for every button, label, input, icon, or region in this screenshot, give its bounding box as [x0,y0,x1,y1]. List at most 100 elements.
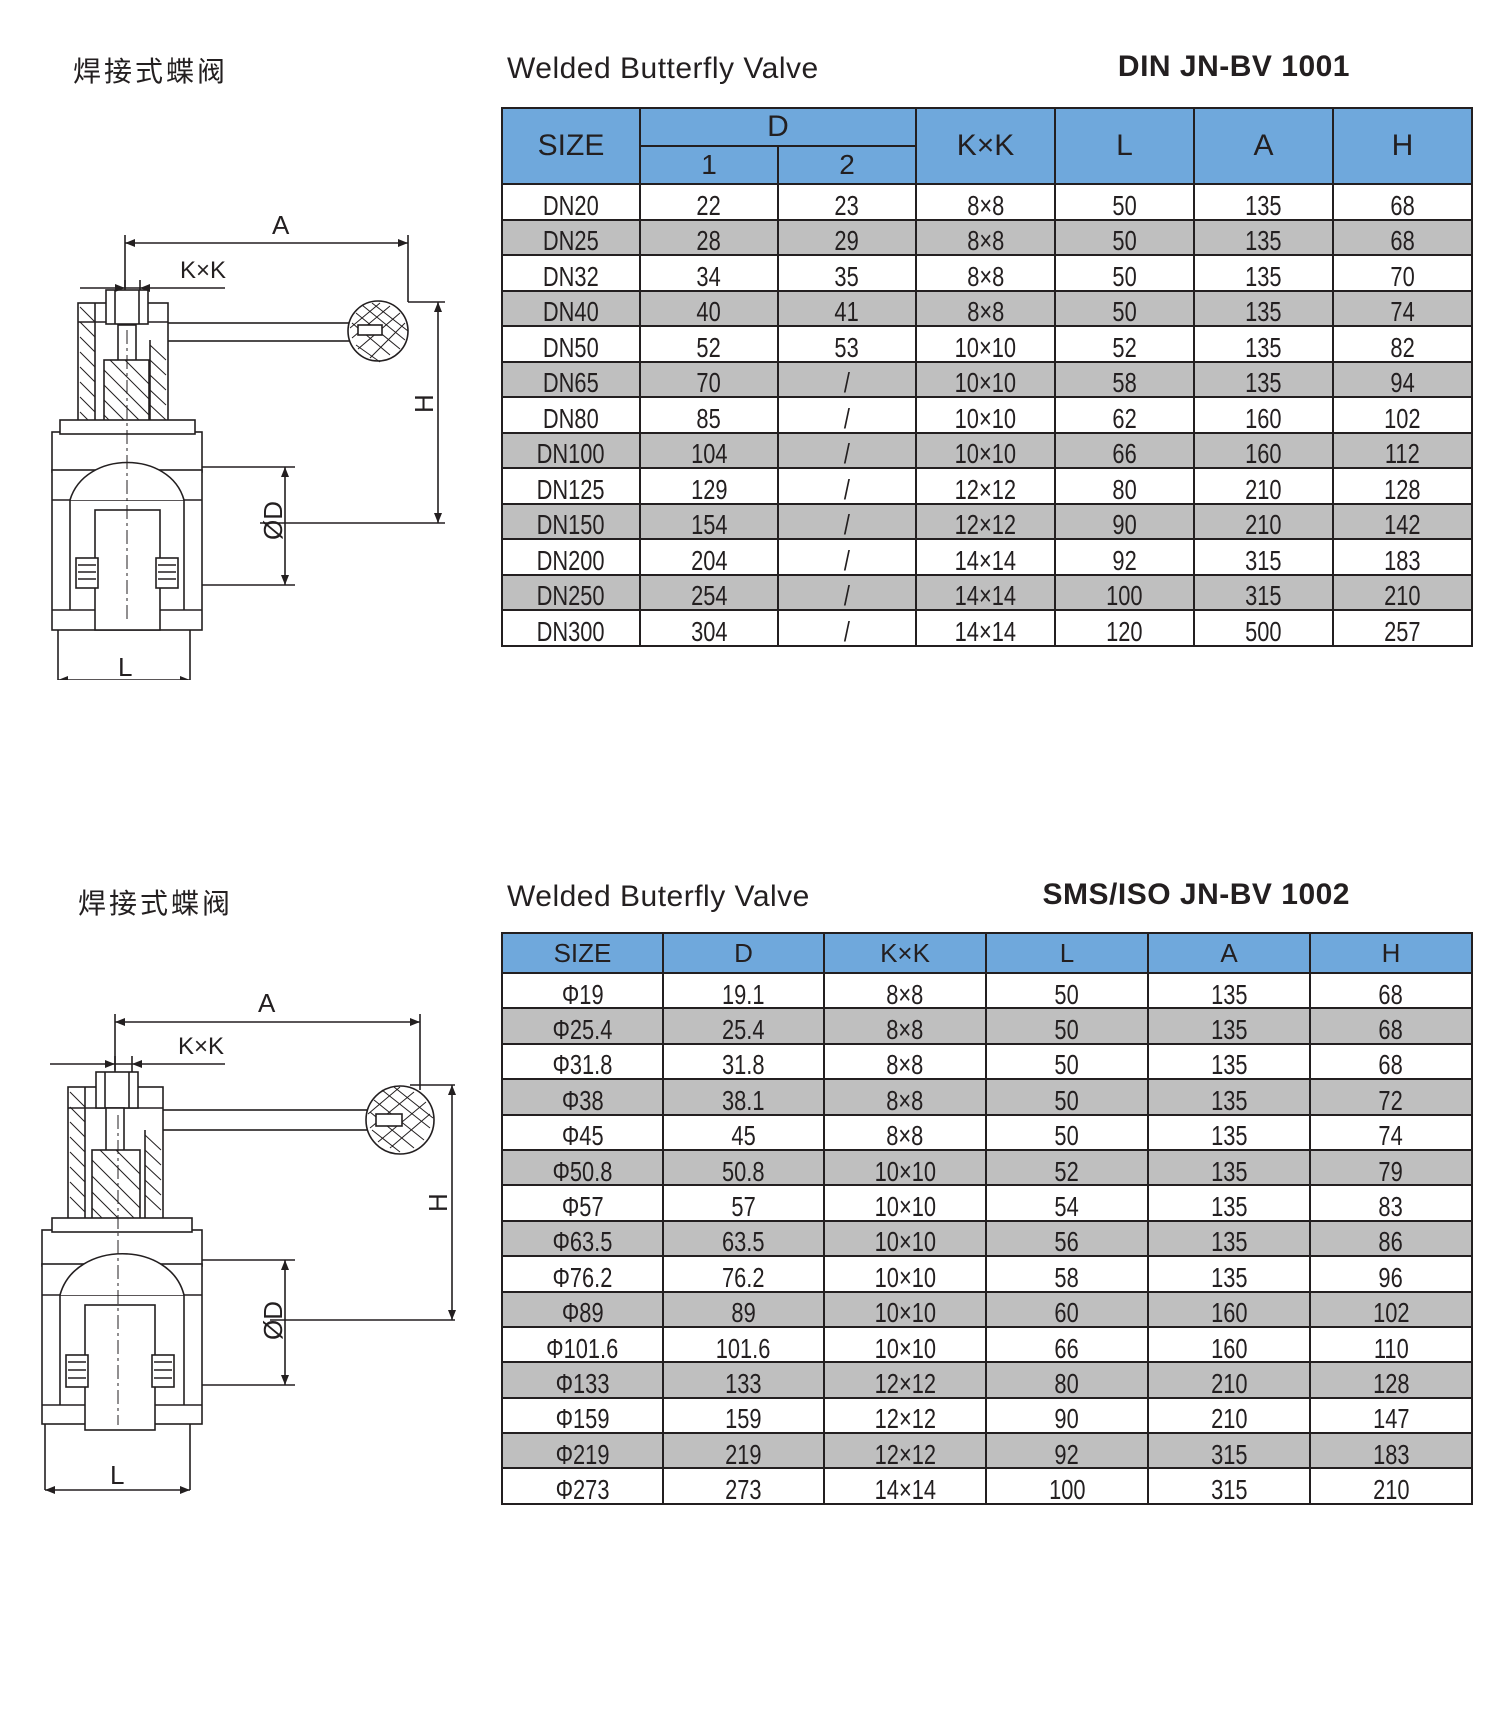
cell-value: 500 [1245,615,1282,647]
cell-value: 14×14 [954,544,1017,576]
cell-value: 135 [1245,367,1282,399]
cell-value: 56 [1054,1226,1080,1258]
table-cell: 63.5 [662,1219,825,1257]
table-cell: 135 [1193,325,1335,363]
cell-value: 52 [696,331,722,363]
cell-value: 210 [1245,473,1282,505]
cell-value: 160 [1210,1297,1248,1329]
table-cell: / [776,538,918,576]
table-cell: 10×10 [823,1290,987,1329]
table-cell: 8×8 [823,1042,987,1080]
cell-value: 104 [690,438,728,470]
cell-value: 82 [1390,331,1415,363]
table-cell: 35 [776,254,918,292]
cell-value: 135 [1210,1084,1248,1116]
table-cell: 102 [1309,1290,1473,1328]
cell-value: 90 [1112,509,1137,541]
cell-value: Φ89 [561,1297,604,1329]
table-cell: 12×12 [823,1361,987,1399]
table-cell: 135 [1147,1255,1311,1293]
cell-value: 8×8 [966,189,1005,221]
table-cell: 85 [639,396,779,434]
cell-value: Φ31.8 [552,1049,613,1081]
cell-value: 40 [696,296,722,328]
cell-value: 315 [1210,1474,1248,1506]
table-cell: 50 [1054,218,1196,256]
table-cell: DN65 [501,360,641,398]
cell-value: 86 [1378,1226,1404,1258]
table-cell: 57 [662,1184,825,1223]
cell-value: 85 [696,402,722,434]
cell-value: 8×8 [966,225,1005,257]
table-cell: Φ89 [501,1290,664,1329]
cell-value: 50 [1054,1014,1080,1046]
valve-drawing-sms: A K×K H ØD L [41,990,456,1494]
table-cell: 92 [985,1432,1149,1470]
table-cell: 60 [985,1290,1149,1328]
table-cell: 135 [1147,1042,1311,1080]
table-cell: 94 [1332,360,1474,398]
cell-value: 14×14 [954,580,1017,612]
cell-value: 10×10 [874,1332,936,1364]
cell-value: 154 [690,509,728,541]
cell-value: DN80 [543,402,599,434]
cell-value: DN50 [543,331,599,363]
table-cell: 10×10 [915,325,1057,363]
cell-value: 10×10 [874,1155,936,1187]
table-cell: Φ38 [501,1078,664,1116]
header-d2: 2 [776,145,918,185]
cell-value: 254 [690,580,728,612]
table-cell: 500 [1193,609,1335,647]
dim-od-label: ØD [258,501,288,540]
cell-value: 79 [1378,1155,1404,1187]
cell-value: 10×10 [954,331,1017,363]
table-cell: 160 [1193,431,1335,469]
table-cell: 50 [985,1007,1149,1046]
cell-value: 76.2 [722,1261,765,1293]
cell-value: 8×8 [886,1084,924,1116]
table-cell: 133 [662,1361,825,1399]
table-cell: 8×8 [823,1113,987,1151]
table-cell: Φ273 [501,1467,664,1505]
cell-value: 29 [834,225,860,257]
dim-a-label: A [258,990,276,1018]
table-cell: 50 [985,971,1149,1010]
table-cell: 92 [1054,538,1196,576]
cell-value: 57 [731,1191,756,1223]
table-cell: DN150 [501,502,641,540]
cell-value: 52 [1112,331,1137,363]
cell-value: 74 [1378,1120,1404,1152]
cell-value: DN100 [536,438,605,470]
table-cell: 66 [1054,431,1196,470]
table-cell: 80 [985,1361,1149,1399]
cell-value: 66 [1112,438,1137,470]
table-cell: 83 [1309,1184,1473,1222]
dim-h-label: H [423,1193,453,1212]
table-cell: 50 [1054,254,1196,292]
cell-value: 50 [1054,1120,1080,1152]
table-cell: 14×14 [915,538,1057,576]
cell-value: 53 [834,331,860,363]
dim-l-label: L [118,652,132,680]
table-cell: 86 [1309,1219,1473,1258]
table-cell: 135 [1147,1184,1311,1222]
table-cell: 12×12 [823,1432,987,1470]
cell-value: 10×10 [874,1297,936,1329]
cell-value: 68 [1378,978,1404,1010]
section1-code: DIN JN-BV 1001 [1117,50,1350,83]
table-cell: 68 [1332,218,1474,256]
cell-value: 14×14 [954,615,1017,647]
cell-value: 38.1 [722,1084,765,1116]
